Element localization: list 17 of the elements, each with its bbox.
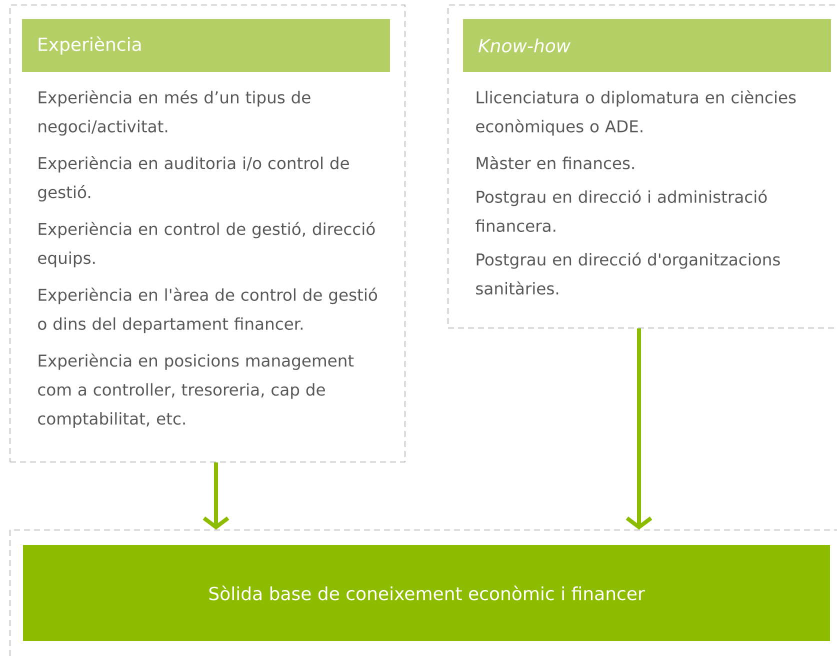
list-item: Postgrau en direcció d'organitzacions sanitàries. bbox=[476, 252, 780, 295]
list-item: Experiència en posicions management com a controller, tresoreria, cap de comptabilitat, etc. bbox=[38, 354, 354, 428]
heading-band: Know-how bbox=[463, 19, 831, 72]
list-item: Postgrau en direcció i administració financera. bbox=[476, 190, 767, 232]
list-item: Experiència en control de gestió, direcció equips. bbox=[38, 222, 375, 268]
list-item: Experiència en més d’un tipus de negoci/activitat. bbox=[38, 90, 310, 136]
list-item: Màster en finances. bbox=[476, 156, 634, 170]
dashed-panel bbox=[10, 4, 406, 462]
list-item: Experiència en auditoria i/o control de gestió. bbox=[38, 156, 349, 202]
arrow bbox=[626, 328, 652, 530]
result-bar: Sòlida base de coneixement econòmic i financer bbox=[23, 545, 830, 641]
list-item: Experiència en l'àrea de control de gestió o dins del departament financer. bbox=[38, 288, 378, 334]
dashed-panel bbox=[448, 4, 837, 328]
dashed-panel bbox=[10, 530, 837, 656]
list-item: Llicenciatura o diplomatura en ciències econòmiques o ADE. bbox=[476, 90, 796, 136]
heading-band: Experiència bbox=[22, 19, 390, 72]
arrow bbox=[202, 462, 230, 530]
